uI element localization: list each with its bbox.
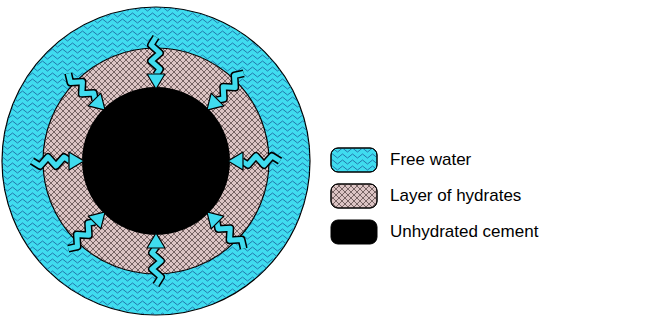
legend-swatch bbox=[330, 219, 378, 245]
legend-swatch bbox=[330, 147, 378, 173]
legend-label: Layer of hydrates bbox=[390, 186, 521, 206]
legend-entry: Layer of hydrates bbox=[330, 183, 521, 209]
legend-label: Free water bbox=[390, 150, 471, 170]
legend-entry: Unhydrated cement bbox=[330, 219, 538, 245]
water-arrows bbox=[32, 37, 280, 285]
water-ring bbox=[2, 7, 310, 315]
legend-swatch bbox=[330, 183, 378, 209]
legend-entry: Free water bbox=[330, 147, 471, 173]
legend-label: Unhydrated cement bbox=[390, 222, 538, 242]
